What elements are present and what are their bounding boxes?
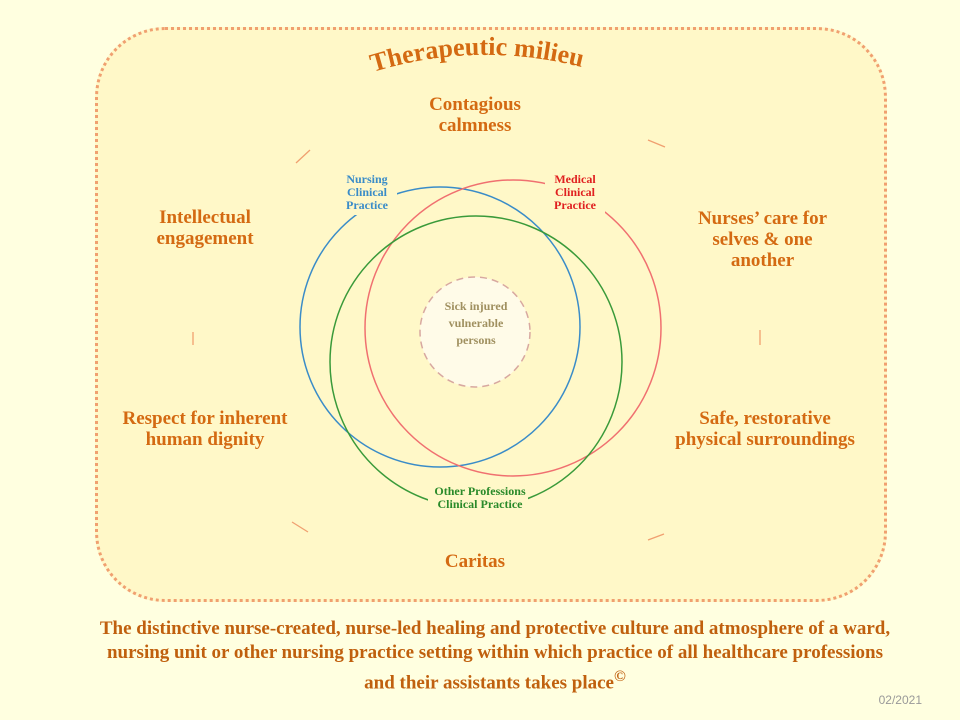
cycle-arrows [192, 139, 761, 541]
label-nursing-practice: Nursing Clinical Practice [346, 172, 388, 212]
arrow-icon [647, 533, 665, 541]
label-respect-dignity: Respect for inherent human dignity [122, 408, 288, 450]
date: 02/2021 [878, 693, 922, 707]
label-caritas: Caritas [444, 551, 506, 572]
medical-circle [364, 179, 662, 477]
label-contagious-calmness: Contagious calmness [429, 94, 521, 136]
label-other-practice: Other Professions Clinical Practice [434, 484, 526, 511]
arrow-icon [291, 521, 309, 533]
label-patients: Sick injured vulnerable persons [444, 299, 508, 347]
patient-circle [419, 276, 531, 388]
caption-text: The distinctive nurse-created, nurse-led… [99, 618, 891, 694]
label-intellectual-engagement: Intellectual engagement [156, 207, 254, 249]
label-medical-practice: Medical Clinical Practice [554, 172, 596, 212]
label-safe-surroundings: Safe, restorative physical surroundings [675, 408, 855, 450]
copyright-mark: © [614, 668, 626, 685]
arrow-icon [647, 139, 666, 148]
title-text: Therapeutic milieu [367, 32, 587, 78]
label-nurses-care: Nurses’ care for selves & one another [697, 208, 828, 271]
diagram-title: Therapeutic milieu [367, 32, 587, 78]
caption: The distinctive nurse-created, nurse-led… [95, 617, 895, 695]
arrow-icon [295, 149, 311, 164]
nursing-circle [299, 186, 581, 468]
